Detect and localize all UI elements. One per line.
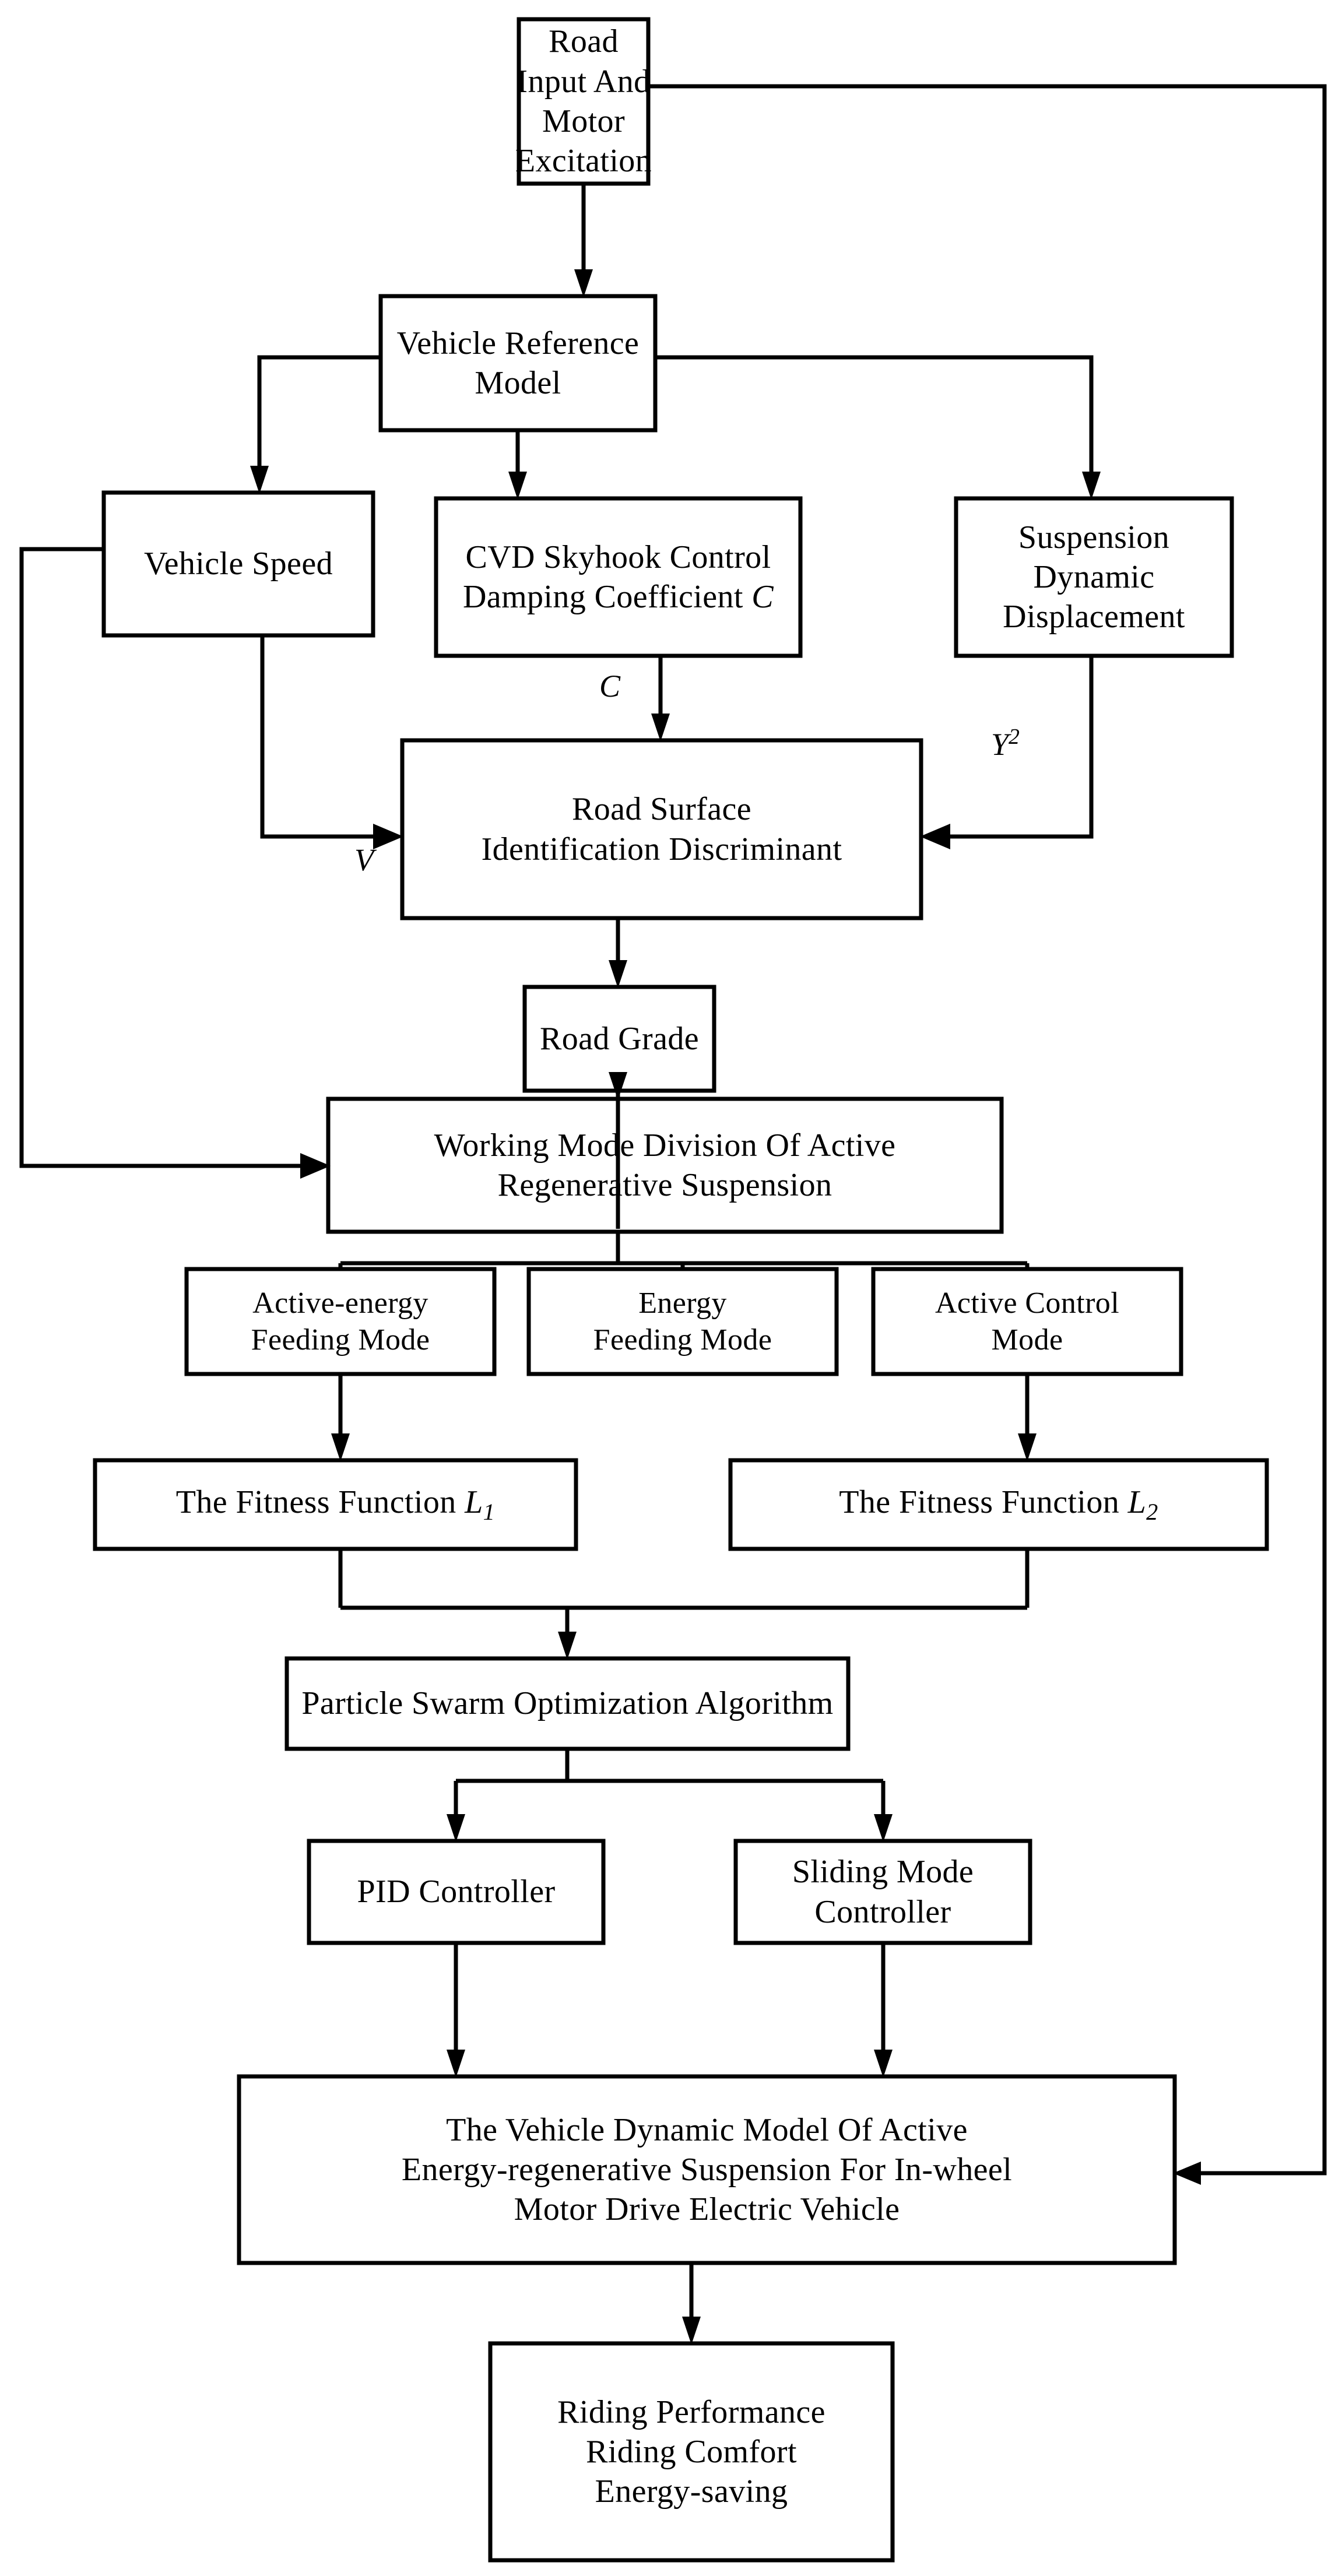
edge-vehicle-speed-to-road-surface [260, 635, 373, 839]
node-energy-feeding-mode [526, 1267, 839, 1376]
arrowhead-vehicle-speed-top [250, 466, 269, 494]
node-pid-controller [307, 1839, 606, 1945]
node-fitness-function-l2 [728, 1458, 1269, 1551]
edge-label-c: C [599, 669, 621, 704]
arrowhead-working-mode-top [609, 1072, 627, 1100]
arrowhead-working-mode-left [300, 1153, 331, 1179]
edge-left-feedback-to-working-mode [19, 547, 300, 1168]
edge-label-v: V [354, 842, 374, 877]
arrowhead-road-surface-left [373, 824, 403, 849]
arrowhead-l1-top [331, 1433, 350, 1461]
node-active-energy-feeding-mode [184, 1267, 497, 1376]
arrowhead-vehicle-dynamic-right [1173, 2162, 1201, 2185]
node-road-surface-identification [400, 738, 923, 920]
edge-vrm-to-vehicle-speed [257, 355, 381, 475]
edge-vrm-to-suspension [655, 355, 1094, 481]
arrowhead-pid-top [447, 1814, 465, 1842]
edge-road-input-right-feedback [648, 84, 1327, 2176]
node-vehicle-reference-model [378, 294, 658, 433]
node-fitness-function-l1 [93, 1458, 578, 1551]
node-suspension-dynamic-displacement [954, 496, 1234, 658]
node-vehicle-dynamic-model [237, 2074, 1177, 2265]
edge-label-y-squared: Y2 [991, 725, 1020, 762]
node-particle-swarm-optimization [284, 1656, 851, 1751]
node-sliding-mode-controller [733, 1839, 1032, 1945]
arrowhead-outcome-top [682, 2317, 701, 2345]
edge-suspension-to-road-surface [950, 656, 1094, 839]
arrowhead-road-surface-top [651, 714, 670, 741]
node-active-control-mode [871, 1267, 1183, 1376]
arrowhead-vrm-top [574, 269, 593, 297]
node-outcome [488, 2341, 895, 2563]
node-vehicle-speed [101, 490, 375, 638]
arrowhead-cvd-top [508, 472, 527, 500]
arrowhead-pso-top [558, 1632, 577, 1660]
arrowhead-road-surface-right [920, 824, 950, 849]
node-road-input [517, 17, 651, 186]
arrowhead-vdm-left-top [447, 2050, 465, 2078]
arrowhead-suspension-top [1082, 472, 1101, 500]
arrowhead-sliding-top [874, 1814, 893, 1842]
arrowhead-vdm-right-top [874, 2050, 893, 2078]
node-cvd-skyhook [434, 496, 803, 658]
arrowhead-l2-top [1018, 1433, 1037, 1461]
node-working-mode-division [326, 1097, 1004, 1234]
arrowhead-road-grade-top [609, 960, 627, 988]
